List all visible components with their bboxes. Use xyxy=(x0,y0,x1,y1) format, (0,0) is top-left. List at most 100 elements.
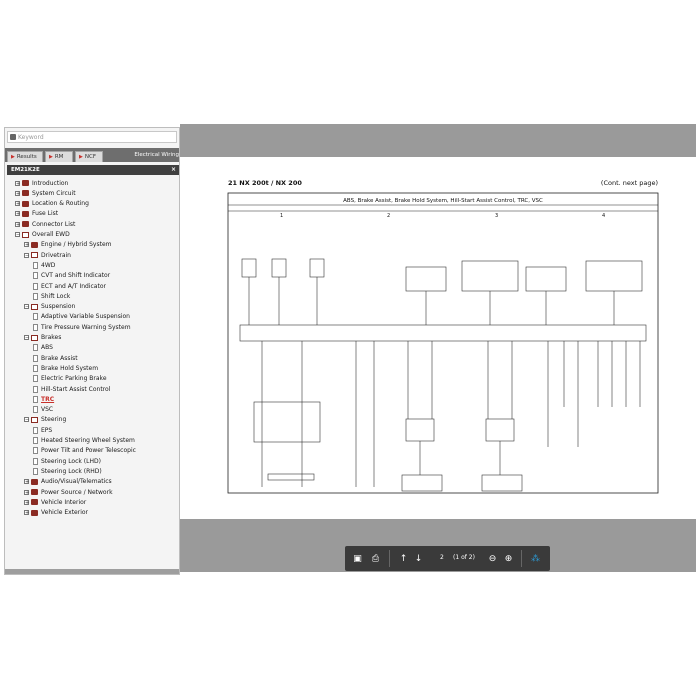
wiring-diagram-page: 21 NX 200t / NX 200 (Cont. next page) AB… xyxy=(180,157,696,519)
book-icon xyxy=(31,241,38,248)
tree-item[interactable]: Hill-Start Assist Control xyxy=(33,384,110,394)
tree-item[interactable]: +Vehicle Exterior xyxy=(24,508,88,518)
expand-icon[interactable]: + xyxy=(15,190,21,197)
speed-sensor xyxy=(405,266,447,292)
tab-results[interactable]: ▶Results xyxy=(7,151,43,162)
acrobat-icon[interactable]: ⁂ xyxy=(531,553,540,564)
document-icon xyxy=(33,467,38,475)
tree-item[interactable]: 4WD xyxy=(33,260,55,270)
tree-item-label: Steering xyxy=(41,416,67,424)
ground-bar xyxy=(267,473,315,481)
fuse xyxy=(241,258,257,278)
document-icon xyxy=(33,426,38,434)
tree-item[interactable]: +Power Source / Network xyxy=(24,487,113,497)
book-icon xyxy=(31,499,38,506)
tree-item[interactable]: − Steering xyxy=(24,415,66,425)
tree-item[interactable]: + Engine / Hybrid System xyxy=(24,240,112,250)
document-icon xyxy=(33,292,38,300)
navigation-sidebar: Keyword ▶Results ▶RM ▶NCF Electrical Wir… xyxy=(4,127,180,575)
tree-item-label: ABS xyxy=(41,344,53,352)
tree-item-label: Electric Parking Brake xyxy=(41,375,107,383)
tree-item[interactable]: +Vehicle Interior xyxy=(24,497,86,507)
next-page-icon[interactable]: ↓ xyxy=(414,553,423,564)
tree-item[interactable]: EPS xyxy=(33,425,52,435)
wiring-lines xyxy=(239,258,647,492)
tree-item[interactable]: ECT and A/T Indicator xyxy=(33,281,106,291)
tree-item[interactable]: +Introduction xyxy=(15,178,68,188)
tree-item[interactable]: Steering Lock (LHD) xyxy=(33,456,101,466)
tree-item-label: Tire Pressure Warning System xyxy=(41,323,131,331)
diagram-frame xyxy=(227,192,659,494)
close-icon[interactable]: × xyxy=(170,166,176,173)
arrow-right-icon: ▶ xyxy=(49,154,53,160)
tree-item[interactable]: VSC xyxy=(33,405,53,415)
fuse xyxy=(309,258,325,278)
fuse xyxy=(271,258,287,278)
tree-item[interactable]: ABS xyxy=(33,343,53,353)
expand-icon[interactable]: + xyxy=(15,211,21,218)
tab-ncf[interactable]: ▶NCF xyxy=(75,151,103,162)
tree-header: EM21K2E × xyxy=(7,165,179,175)
document-icon xyxy=(33,323,38,331)
tree-item[interactable]: −Overall EWD xyxy=(15,230,70,240)
tree-item[interactable]: +Connector List xyxy=(15,219,75,229)
collapse-icon[interactable]: − xyxy=(24,304,30,311)
tree-item[interactable]: +System Circuit xyxy=(15,188,76,198)
skid-control-ecu xyxy=(239,324,647,342)
tree-item[interactable]: Adaptive Variable Suspension xyxy=(33,312,130,322)
expand-icon[interactable]: + xyxy=(24,479,30,486)
tree-item[interactable]: +Fuse List xyxy=(15,209,58,219)
tree-item[interactable]: Steering Lock (RHD) xyxy=(33,466,102,476)
book-icon xyxy=(22,210,29,217)
zoom-in-icon[interactable]: ⊕ xyxy=(504,553,513,564)
expand-icon[interactable]: + xyxy=(15,201,21,208)
tab-rm-label: RM xyxy=(54,154,64,160)
save-icon[interactable]: ▣ xyxy=(353,553,362,564)
collapse-icon[interactable]: − xyxy=(24,417,30,424)
zoom-out-icon[interactable]: ⊖ xyxy=(488,553,497,564)
tree-item[interactable]: Heated Steering Wheel System xyxy=(33,436,135,446)
tree-item[interactable]: Brake Hold System xyxy=(33,363,98,373)
document-icon xyxy=(33,364,38,372)
tree-item[interactable]: CVT and Shift Indicator xyxy=(33,271,110,281)
page-number[interactable]: 2 xyxy=(440,554,444,561)
book-icon xyxy=(31,489,38,495)
collapse-icon[interactable]: − xyxy=(24,252,30,259)
tree-item[interactable]: +Audio/Visual/Telematics xyxy=(24,477,112,487)
wiring-diagram: ABS, Brake Assist, Brake Hold System, Hi… xyxy=(227,192,659,494)
tree-item-label: Engine / Hybrid System xyxy=(41,241,112,249)
tree-item[interactable]: −Drivetrain xyxy=(24,250,71,260)
speed-sensor xyxy=(525,266,567,292)
expand-icon[interactable]: + xyxy=(24,499,30,506)
print-icon[interactable]: ⎙ xyxy=(371,553,380,564)
speed-sensor xyxy=(585,260,643,292)
tree-item[interactable]: Tire Pressure Warning System xyxy=(33,322,131,332)
tab-results-label: Results xyxy=(16,154,37,160)
expand-icon[interactable]: + xyxy=(15,221,21,228)
previous-page-icon[interactable]: ↑ xyxy=(399,553,408,564)
expand-icon[interactable]: + xyxy=(15,180,21,187)
book-icon xyxy=(22,200,29,207)
tree-item[interactable]: Electric Parking Brake xyxy=(33,374,107,384)
tree-item-label: Suspension xyxy=(41,303,76,311)
horizontal-scrollbar[interactable] xyxy=(5,569,179,574)
keyword-search-input[interactable]: Keyword xyxy=(7,131,177,143)
tree-item[interactable]: +Location & Routing xyxy=(15,199,89,209)
document-icon xyxy=(33,437,38,444)
tree-item[interactable]: − Suspension xyxy=(24,302,75,312)
expand-icon[interactable]: + xyxy=(24,489,30,496)
tree-item[interactable]: Shift Lock xyxy=(33,291,70,301)
tree-item[interactable]: Brake Assist xyxy=(33,353,78,363)
speed-sensor xyxy=(461,260,519,292)
collapse-icon[interactable]: − xyxy=(15,232,21,238)
pdf-toolbar: ▣ ⎙ ↑ ↓ 2 (1 of 2) ⊖ ⊕ ⁂ xyxy=(345,546,550,571)
tree-item[interactable]: −Brakes xyxy=(24,333,61,343)
tab-electrical-wiring[interactable]: Electrical Wiring xyxy=(134,152,179,158)
collapse-icon[interactable]: − xyxy=(24,335,30,341)
tree-item[interactable]: Power Tilt and Power Telescopic xyxy=(33,446,136,456)
tree-item[interactable]: TRC xyxy=(33,394,54,404)
expand-icon[interactable]: + xyxy=(24,510,30,517)
tab-rm[interactable]: ▶RM xyxy=(45,151,73,162)
expand-icon[interactable]: + xyxy=(24,242,30,249)
book-icon xyxy=(31,416,38,423)
